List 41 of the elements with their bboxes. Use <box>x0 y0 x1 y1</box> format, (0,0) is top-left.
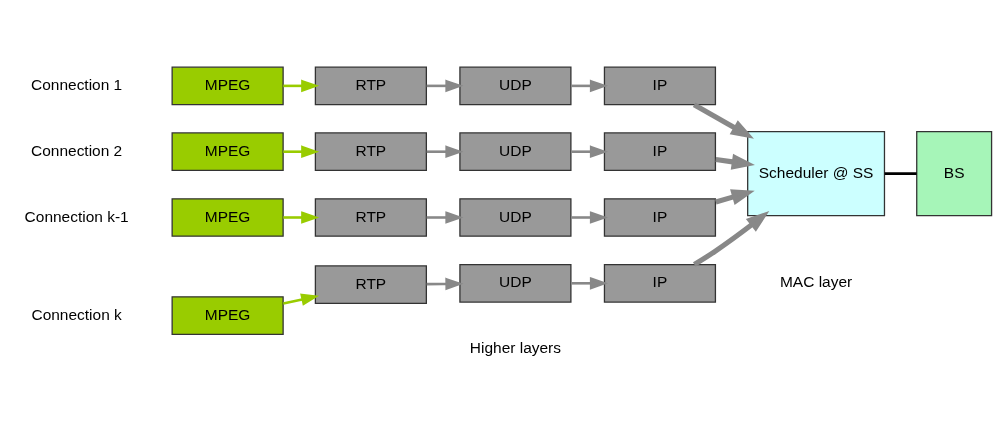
arrow <box>692 210 770 267</box>
arrow <box>571 210 608 224</box>
label: Higher layers <box>469 338 561 356</box>
label: MAC layer <box>779 272 853 290</box>
arrow <box>426 210 464 224</box>
node-box: IP <box>603 197 717 237</box>
node-box: MPEG <box>171 295 284 335</box>
arrow <box>283 144 320 158</box>
node-box: UDP <box>459 131 572 171</box>
node-box: Scheduler @ SS <box>747 130 886 216</box>
label: Connection k <box>31 305 122 323</box>
node-box: RTP <box>314 66 427 105</box>
arrow <box>426 79 464 92</box>
node-box: IP <box>603 263 717 303</box>
arrow <box>283 210 320 224</box>
node-box: MPEG <box>171 66 284 105</box>
arrow <box>426 277 464 290</box>
arrow <box>426 144 464 158</box>
arrow <box>283 79 320 92</box>
node-box: UDP <box>459 66 572 105</box>
node-box: RTP <box>314 131 427 171</box>
arrow <box>571 144 608 158</box>
node-box: RTP <box>314 197 427 237</box>
arrow <box>571 79 608 92</box>
node-box: IP <box>603 66 717 105</box>
label: Connection 1 <box>31 75 123 93</box>
label: Connection k-1 <box>24 207 129 224</box>
arrow <box>571 276 608 290</box>
arrow <box>692 101 754 139</box>
node-box: BS <box>916 130 993 216</box>
node-box: UDP <box>459 197 572 237</box>
node-box: RTP <box>314 264 427 304</box>
connector <box>884 171 917 175</box>
node-box: MPEG <box>171 131 284 171</box>
node-box: UDP <box>459 263 572 303</box>
label: Connection 2 <box>31 141 123 159</box>
arrow <box>715 188 755 205</box>
arrow <box>715 153 755 170</box>
node-box: MPEG <box>171 197 284 237</box>
node-box: IP <box>603 131 717 171</box>
arrow <box>283 292 320 306</box>
